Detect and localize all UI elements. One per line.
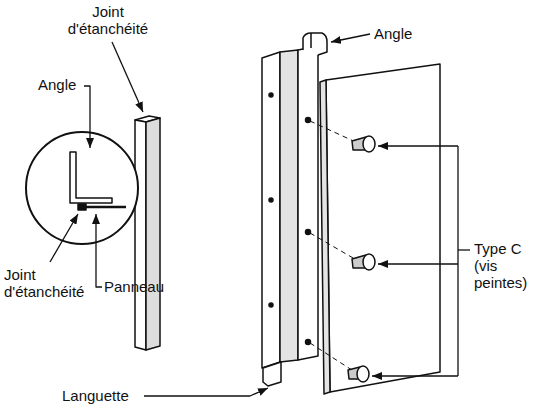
part-label: Angle [374,25,412,42]
part-label: Joint d'étanchéité [58,3,158,37]
part-label: Joint d'étanchéité [4,266,99,300]
part-label: Angle [38,76,76,93]
leader-bracket [372,146,470,376]
angle-channel [262,33,327,386]
screw [348,136,375,382]
part-label: Type C (vis peintes) [474,240,546,291]
gasket-strip [135,116,160,350]
part-label: Languette [62,387,129,404]
panel [320,64,440,394]
leader-line [112,34,370,396]
detail-inset [26,86,138,287]
screw-path [310,121,360,372]
part-label: Panneau [104,278,164,295]
